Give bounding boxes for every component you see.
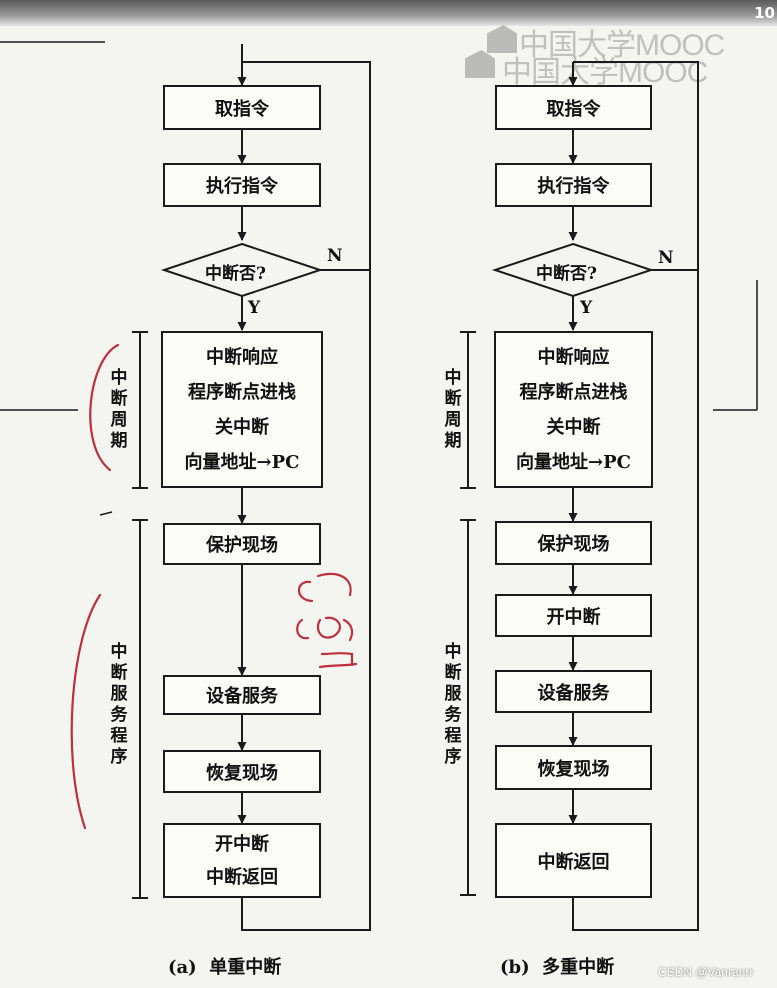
final-line-2: 中断返回: [206, 866, 278, 888]
restore-context-box-b: 恢复现场: [495, 745, 652, 790]
cycle-line-4: 向量地址→PC: [516, 451, 631, 473]
interrupt-decision-b: 中断否?: [536, 264, 597, 284]
yes-label-b: Y: [580, 298, 593, 318]
top-bar: [0, 0, 777, 26]
cycle-line-1: 中断响应: [537, 346, 610, 368]
interrupt-cycle-label-b: 中断周期: [442, 368, 464, 452]
cycle-line-3: 关中断: [215, 416, 269, 438]
isr-label-b: 中断服务程序: [442, 642, 464, 768]
device-service-box-b: 设备服务: [495, 670, 652, 713]
final-line-1: 开中断: [215, 833, 269, 855]
interrupt-cycle-label-a: 中断周期: [108, 368, 130, 452]
caption-b: (b) 多重中断: [500, 957, 615, 978]
enable-interrupt-box-b: 开中断: [495, 594, 652, 637]
save-context-box-a: 保护现场: [163, 523, 321, 565]
yes-label-a: Y: [248, 298, 261, 318]
cycle-line-2: 程序断点进栈: [188, 381, 296, 403]
execute-instruction-box-a: 执行指令: [163, 163, 321, 207]
execute-instruction-box-b: 执行指令: [495, 163, 652, 207]
no-label-b: N: [658, 248, 674, 268]
restore-context-box-a: 恢复现场: [163, 750, 321, 793]
cycle-line-1: 中断响应: [206, 346, 278, 368]
interrupt-cycle-box-b: 中断响应 程序断点进栈 关中断 向量地址→PC: [494, 331, 653, 488]
cycle-line-4: 向量地址→PC: [184, 451, 300, 473]
save-context-box-b: 保护现场: [495, 521, 652, 565]
interrupt-return-box-b: 中断返回: [495, 823, 652, 898]
no-label-a: N: [327, 246, 343, 266]
watermark-text: 中国大学MOOC: [519, 29, 725, 62]
caption-a: (a) 单重中断: [168, 957, 282, 978]
interrupt-decision-a: 中断否?: [205, 264, 266, 284]
isr-label-a: 中断服务程序: [108, 642, 130, 768]
interrupt-cycle-box-a: 中断响应 程序断点进栈 关中断 向量地址→PC: [161, 331, 323, 488]
enable-return-box-a: 开中断 中断返回: [163, 823, 321, 898]
device-service-box-a: 设备服务: [163, 675, 321, 715]
page-number: 10: [754, 4, 775, 22]
cycle-line-3: 关中断: [546, 416, 601, 438]
cycle-line-2: 程序断点进栈: [519, 381, 628, 403]
credit-text: CSDN @Vanranrr: [658, 965, 754, 979]
fetch-instruction-box-b: 取指令: [495, 85, 652, 130]
fetch-instruction-box-a: 取指令: [163, 85, 321, 130]
